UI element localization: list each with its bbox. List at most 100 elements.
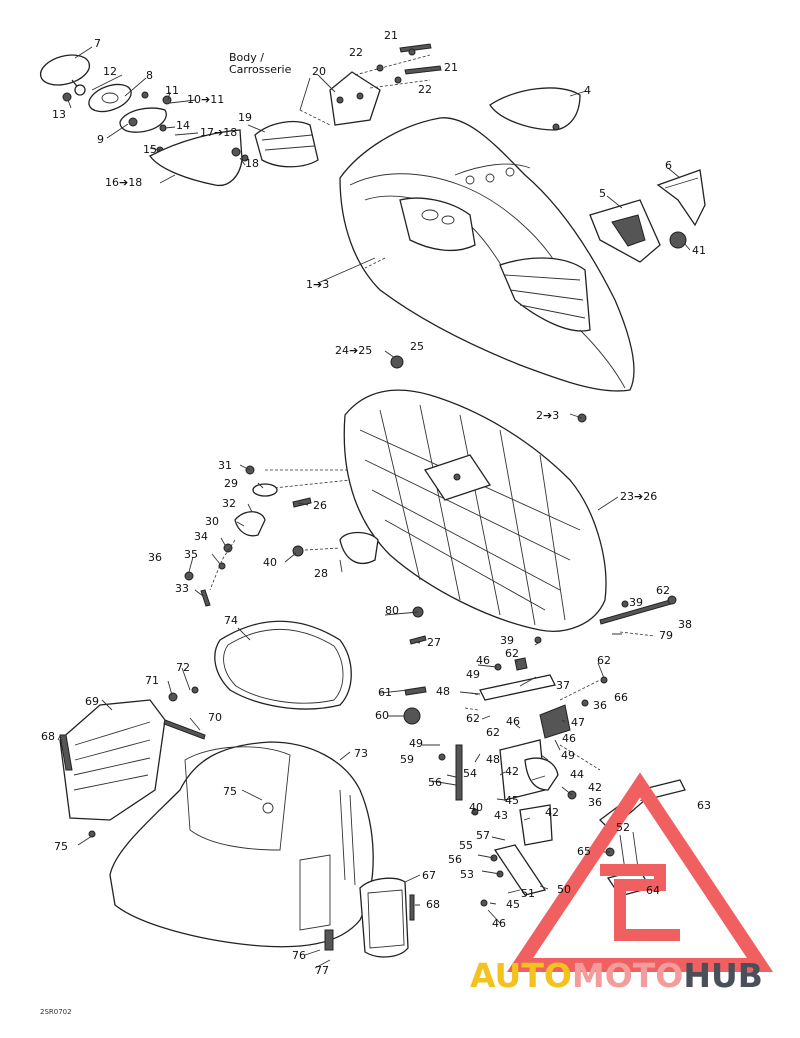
callout-label: 57 — [476, 829, 490, 842]
callout-label: 11 — [165, 84, 179, 97]
callout-label: 5 — [599, 187, 606, 200]
callout-label: 42 — [505, 765, 519, 778]
callout-label: 17➔18 — [200, 126, 238, 139]
callout-label: 22 — [349, 46, 363, 59]
body-cover — [254, 43, 635, 392]
callout-label: 54 — [463, 767, 477, 780]
callout-label: 48 — [486, 753, 500, 766]
body-label: Body / Carrosserie — [229, 52, 291, 76]
callout-label: 15 — [143, 143, 157, 156]
watermark-part-moto: MOTO — [571, 956, 684, 995]
callout-label: 39 — [500, 634, 514, 647]
left-hardware — [184, 465, 278, 607]
watermark-part-auto: AUTO — [470, 956, 572, 995]
watermark-part-hub: HUB — [683, 956, 763, 995]
callout-label: 34 — [194, 530, 208, 543]
callout-label: 21 — [384, 29, 398, 42]
callout-label: 18 — [245, 157, 259, 170]
callout-label: 52 — [616, 821, 630, 834]
callout-label: 76 — [292, 949, 306, 962]
callout-label: 33 — [175, 582, 189, 595]
callout-label: 68 — [426, 898, 440, 911]
callout-label: 56 — [448, 853, 462, 866]
callout-label: 62 — [486, 726, 500, 739]
callout-label: 2➔3 — [536, 409, 560, 422]
callout-label: 46 — [506, 715, 520, 728]
callout-label: 56 — [428, 776, 442, 789]
callout-label: 49 — [409, 737, 423, 750]
callout-label: 55 — [459, 839, 473, 852]
callout-label: 44 — [570, 768, 584, 781]
callout-label: 36 — [593, 699, 607, 712]
callout-label: 45 — [505, 794, 519, 807]
callout-label: 77 — [315, 964, 329, 977]
callout-label: 64 — [646, 884, 660, 897]
callout-label: 75 — [54, 840, 68, 853]
callout-label: 62 — [505, 647, 519, 660]
callout-label: 40 — [469, 801, 483, 814]
callout-label: 60 — [375, 709, 389, 722]
callout-label: 48 — [436, 685, 450, 698]
frame-assembly — [254, 355, 607, 632]
callout-label: 73 — [354, 747, 368, 760]
callout-label: 70 — [208, 711, 222, 724]
callout-label: 9 — [97, 133, 104, 146]
callout-label: 13 — [52, 108, 66, 121]
watermark-triangle-logo — [506, 772, 774, 972]
callout-label: 75 — [223, 785, 237, 798]
callout-label: 16➔18 — [105, 176, 143, 189]
callout-label: 71 — [145, 674, 159, 687]
callout-label: 27 — [427, 636, 441, 649]
callout-label: 28 — [314, 567, 328, 580]
callout-label: 38 — [678, 618, 692, 631]
callout-label: 61 — [378, 686, 392, 699]
callout-label: 21 — [444, 61, 458, 74]
callout-label: 66 — [614, 691, 628, 704]
callout-label: 42 — [545, 806, 559, 819]
callout-label: 74 — [224, 614, 238, 627]
callout-label: 80 — [385, 604, 399, 617]
callout-label: 22 — [418, 83, 432, 96]
leader-lines — [57, 46, 691, 969]
callout-label: 8 — [146, 69, 153, 82]
callout-label: 20 — [312, 65, 326, 78]
callout-label: 10➔11 — [187, 93, 225, 106]
callout-label: 23➔26 — [620, 490, 658, 503]
callout-label: 45 — [506, 898, 520, 911]
watermark-wordmark: AUTOMOTOHUB — [470, 958, 763, 994]
callout-label: 6 — [665, 159, 672, 172]
storage-assembly — [59, 620, 427, 958]
callout-label: 41 — [692, 244, 706, 257]
callout-label: 31 — [218, 459, 232, 472]
windshield-parts — [489, 87, 706, 263]
callout-label: 29 — [224, 477, 238, 490]
callout-label: 12 — [103, 65, 117, 78]
callout-label: 68 — [41, 730, 55, 743]
callout-label: 4 — [584, 84, 591, 97]
callout-label: 25 — [410, 340, 424, 353]
callout-label: 47 — [571, 716, 585, 729]
callout-label: 24➔25 — [335, 344, 373, 357]
callout-label: 50 — [557, 883, 571, 896]
callout-label: 14 — [176, 119, 190, 132]
callout-label: 26 — [313, 499, 327, 512]
callout-label: 63 — [697, 799, 711, 812]
steering-linkage — [409, 595, 686, 907]
mirror-assembly — [39, 54, 249, 187]
callout-label: 43 — [494, 809, 508, 822]
callout-label: 62 — [656, 584, 670, 597]
callout-label: 46 — [476, 654, 490, 667]
body-label-line2: Carrosserie — [229, 63, 292, 76]
callout-label: 39 — [629, 596, 643, 609]
callout-label: 32 — [222, 497, 236, 510]
drawing-code: 2SR0702 — [40, 1008, 72, 1016]
callout-label: 79 — [659, 629, 673, 642]
callout-label: 46 — [492, 917, 506, 930]
callout-label: 53 — [460, 868, 474, 881]
callout-label: 62 — [597, 654, 611, 667]
callout-label: 69 — [85, 695, 99, 708]
callout-label: 62 — [466, 712, 480, 725]
callout-label: 51 — [521, 887, 535, 900]
